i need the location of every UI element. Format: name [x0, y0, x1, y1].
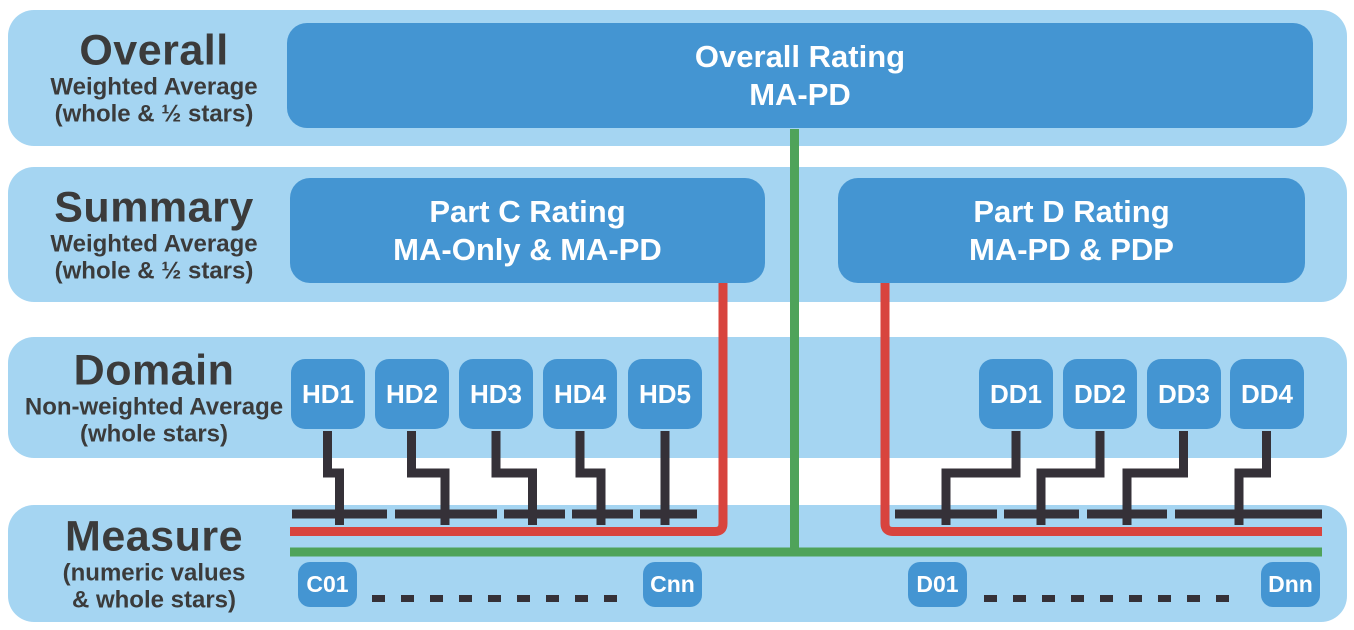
part-d-rating-box-line1: Part D Rating — [973, 194, 1170, 230]
domain-row-label: Domain Non-weighted Average (whole stars… — [20, 345, 288, 448]
overall-row-title: Overall — [79, 26, 229, 75]
domain-row-title: Domain — [73, 345, 235, 394]
part-d-rating-box: Part D Rating MA-PD & PDP — [838, 178, 1305, 283]
domain-box-hd5: HD5 — [628, 359, 702, 429]
overall-rating-box-line2: MA-PD — [749, 76, 851, 112]
part-c-rating-box-line1: Part C Rating — [429, 194, 626, 230]
domain-box-hd4: HD4 — [543, 359, 617, 429]
overall-row-subtitle-1: Weighted Average — [50, 73, 258, 101]
domain-box-hd1: HD1 — [291, 359, 365, 429]
domain-box-hd3: HD3 — [459, 359, 533, 429]
measure-box-c01: C01 — [298, 562, 357, 607]
domain-row-subtitle-2: (whole stars) — [79, 420, 229, 448]
part-c-rating-box: Part C Rating MA-Only & MA-PD — [290, 178, 765, 283]
domain-row-subtitle-1: Non-weighted Average — [24, 392, 284, 420]
summary-row-subtitle-2: (whole & ½ stars) — [54, 257, 254, 285]
part-d-rating-box-line2: MA-PD & PDP — [969, 231, 1174, 267]
measure-row-title: Measure — [65, 511, 243, 560]
measure-box-cnn: Cnn — [643, 562, 702, 607]
measure-row-subtitle-1: (numeric values — [62, 558, 246, 586]
domain-box-dd2: DD2 — [1063, 359, 1137, 429]
domain-box-hd2: HD2 — [375, 359, 449, 429]
summary-row-label: Summary Weighted Average (whole & ½ star… — [20, 182, 288, 285]
measure-row-label: Measure (numeric values & whole stars) — [20, 511, 288, 614]
part-c-rating-box-line2: MA-Only & MA-PD — [393, 231, 662, 267]
domain-box-dd1: DD1 — [979, 359, 1053, 429]
measure-row-subtitle-2: & whole stars) — [71, 586, 237, 614]
measure-box-d01: D01 — [908, 562, 967, 607]
measure-box-dnn: Dnn — [1261, 562, 1320, 607]
overall-row-subtitle-2: (whole & ½ stars) — [54, 100, 254, 128]
domain-box-dd4: DD4 — [1230, 359, 1304, 429]
summary-row-subtitle-1: Weighted Average — [50, 229, 258, 257]
overall-row-label: Overall Weighted Average (whole & ½ star… — [20, 26, 288, 128]
summary-row-title: Summary — [54, 182, 254, 231]
overall-rating-box: Overall Rating MA-PD — [287, 23, 1313, 128]
overall-rating-box-line1: Overall Rating — [694, 39, 906, 75]
domain-box-dd3: DD3 — [1147, 359, 1221, 429]
